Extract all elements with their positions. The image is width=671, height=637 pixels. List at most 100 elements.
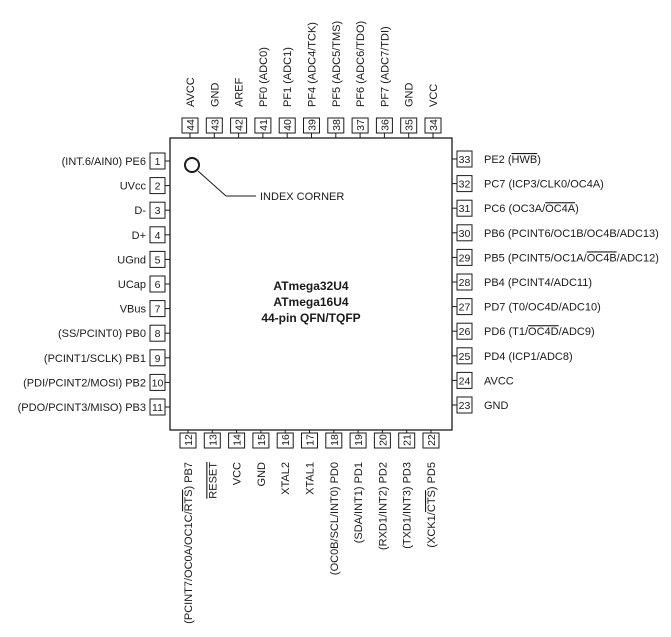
pin-label-segment: AREF: [234, 77, 246, 107]
pin-24: 24 AVCC: [452, 371, 514, 389]
pin-number-box: [276, 432, 294, 449]
pin-number: 43: [209, 119, 221, 131]
pin-number-box: [422, 432, 440, 449]
pin-label-segment: GND: [404, 83, 416, 108]
pin-number-box: [181, 117, 199, 134]
pin-number: 8: [155, 328, 161, 340]
pin-number: 33: [459, 154, 471, 166]
pin-label-segment: PC6 (OC3A/: [484, 203, 546, 215]
pin-label-segment: (PCINT1/SCLK) PB1: [44, 353, 146, 365]
pin-number: 24: [459, 375, 471, 387]
pin-label-segment: (PDO/PCINT3/MISO) PB3: [18, 402, 146, 414]
pin-19: 19(SDA/INT1) PD1: [349, 430, 367, 543]
pin-label: (INT.6/AIN0) PE6: [62, 156, 146, 168]
pin-number: 25: [459, 351, 471, 363]
pin-number: 5: [155, 254, 161, 266]
pin-number: 17: [305, 434, 317, 446]
pin-number: 1: [155, 156, 161, 168]
pin-label-segment: D+: [132, 230, 146, 242]
pin-number-box: [149, 250, 166, 268]
pin-label-segment: UGnd: [117, 254, 146, 266]
pin-number-box: [456, 371, 473, 389]
pin-label-segment: (SDA/INT1) PD1: [353, 462, 365, 543]
pin-number: 26: [459, 326, 471, 338]
pin-label: GND: [209, 83, 221, 108]
pin-number-box: [149, 201, 166, 219]
pin-number-box: [149, 275, 166, 293]
pin-label: VCC: [232, 462, 244, 485]
pin-number: 13: [207, 434, 219, 446]
pin-4: 4 D+: [132, 226, 170, 244]
pin-label-segment: XTAL1: [305, 462, 317, 495]
pin-1: 1 (INT.6/AIN0) PE6: [62, 152, 170, 170]
pin-number-box: [301, 432, 318, 449]
pin-label-segment: (INT.6/AIN0) PE6: [62, 156, 146, 168]
pin-number: 34: [428, 119, 440, 131]
pin-number: 2: [155, 181, 161, 193]
pin-label: AVCC: [185, 77, 197, 107]
pin-label-segment: (RXD1/INT2) PD2: [377, 462, 389, 550]
pin-number-box: [456, 322, 473, 340]
pin-5: 5 UGnd: [117, 250, 170, 268]
pin-label: XTAL2: [280, 462, 292, 495]
pin-number: 42: [234, 119, 246, 131]
pin-label: (XCK1/CTS) PD5: [426, 462, 438, 548]
pin-label-segment: D-: [134, 205, 146, 217]
pin-9: 9(PCINT1/SCLK) PB1: [44, 349, 170, 367]
pin-number-box: [456, 150, 473, 168]
pin-number: 16: [280, 434, 292, 446]
pin-number: 10: [152, 377, 164, 389]
pin-label-segment: PF7 (ADC7/TDI): [379, 26, 391, 107]
pin-label-segment: (OC0B/SCL/INT0) PD0: [329, 462, 341, 575]
pin-label-segment: ): [537, 154, 541, 166]
pin-label-segment: UVcc: [120, 181, 147, 193]
pin-label: AVCC: [484, 375, 514, 387]
pin-3: 3 D-: [134, 201, 170, 219]
pin-label-segment: (PCINT7/OC0A/OC1C/: [183, 510, 195, 623]
pin-number-box: [325, 432, 343, 449]
pin-label: RESET: [207, 462, 219, 499]
pin-number-box: [149, 324, 166, 342]
pin-label: PB6 (PCINT6/OC1B/OC4B/ADC13): [484, 228, 659, 240]
pin-label-segment: AVCC: [185, 77, 197, 107]
pin-number-box: [456, 224, 473, 242]
pin-43: 43 GND: [205, 83, 223, 138]
pin-number: 36: [379, 119, 391, 131]
pin-8: 8 (SS/PCINT0) PB0: [58, 324, 170, 342]
pin-number-box: [349, 432, 367, 449]
pin-label: (PDI/PCINT2/MOSI) PB2: [23, 377, 146, 389]
pin-label-segment: RESET: [207, 462, 219, 499]
pin-number-box: [351, 117, 369, 134]
pin-number: 3: [155, 205, 161, 217]
pin-12: 12(PCINT7/OC0A/OC1C/RTS) PB7: [179, 430, 197, 624]
pin-20: 20(RXD1/INT2) PD2: [373, 430, 391, 550]
pin-label: UVcc: [120, 181, 147, 193]
pin-label-segment: PE2 (: [484, 154, 512, 166]
pin-label-segment: CTS: [426, 490, 438, 512]
pin-label: VBus: [120, 304, 147, 316]
pin-label: (SS/PCINT0) PB0: [58, 328, 146, 340]
pin-number: 28: [459, 277, 471, 289]
pin-label: D-: [134, 205, 146, 217]
pin-number: 40: [282, 119, 294, 131]
pin-36: 36 PF7 (ADC7/TDI): [375, 26, 393, 138]
pin-label-segment: GND: [256, 462, 268, 487]
pin-number: 4: [155, 230, 161, 242]
pin-label-segment: VBus: [120, 304, 147, 316]
pin-label: PF6 (ADC6/TDO): [355, 21, 367, 107]
pin-number: 14: [232, 434, 244, 446]
